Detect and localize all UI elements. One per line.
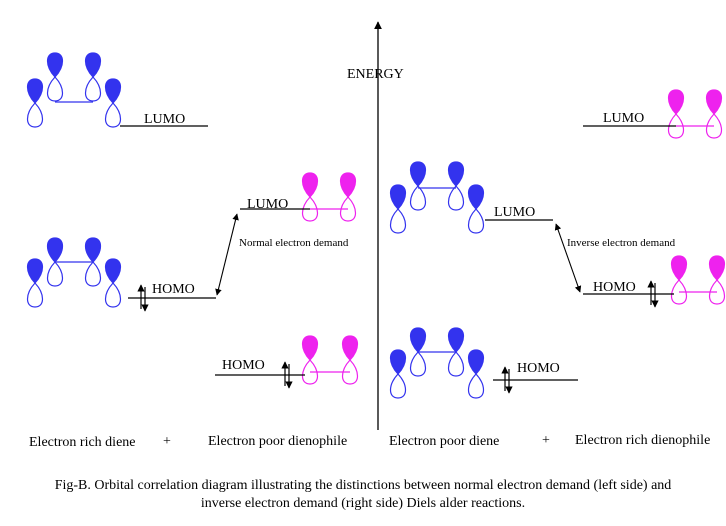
energy-axis-label: ENERGY (347, 67, 404, 82)
left-diene-lumo-orbitals (26, 52, 122, 128)
orbital-lobe-empty (104, 102, 122, 128)
orbital-lobe-filled (708, 255, 726, 281)
orbital-lobe-filled (301, 335, 319, 361)
orbital-lobe-filled (46, 237, 64, 263)
right-diene-lumo-orbitals (389, 161, 485, 234)
right-dienophile-homo-orbitals (670, 255, 726, 305)
orbital-lobe-empty (409, 185, 427, 211)
right-diene-homo-label: HOMO (517, 361, 560, 376)
left-dienophile-homo-electrons (281, 361, 293, 389)
orbital-lobe-filled (447, 327, 465, 353)
right-diene-homo-electrons (501, 366, 513, 394)
left-dienophile-homo-label: HOMO (222, 358, 265, 373)
orbital-lobe-filled (339, 172, 357, 198)
orbital-lobe-empty (104, 282, 122, 308)
orbital-lobe-filled (409, 161, 427, 187)
left-diene-label: Electron rich diene (29, 435, 136, 450)
orbital-lobe-empty (84, 261, 102, 287)
left-diene-lumo-label: LUMO (144, 112, 185, 127)
orbital-lobe-filled (389, 184, 407, 210)
orbital-lobe-filled (341, 335, 359, 361)
orbital-lobe-empty (447, 185, 465, 211)
orbital-lobe-filled (301, 172, 319, 198)
right-dienophile-homo-electrons (647, 280, 659, 308)
orbital-lobe-filled (670, 255, 688, 281)
orbital-lobe-filled (104, 78, 122, 104)
left-dienophile-lumo-label: LUMO (247, 197, 288, 212)
orbital-lobe-empty (389, 208, 407, 234)
right-plus-sign: + (542, 433, 550, 448)
orbital-lobe-filled (467, 349, 485, 375)
orbital-lobe-filled (26, 78, 44, 104)
orbital-lobe-empty (389, 373, 407, 399)
orbital-lobe-filled (705, 89, 723, 115)
orbital-lobe-empty (26, 102, 44, 128)
orbital-lobe-filled (26, 258, 44, 284)
orbital-lobe-empty (447, 351, 465, 377)
normal-demand-arrow (215, 213, 239, 296)
orbital-lobe-filled (104, 258, 122, 284)
orbital-lobe-filled (447, 161, 465, 187)
orbital-lobe-empty (46, 261, 64, 287)
right-dienophile-lumo-label: LUMO (603, 111, 644, 126)
inverse-demand-arrow (554, 223, 582, 293)
right-diene-label: Electron poor diene (389, 434, 499, 449)
orbital-lobe-empty (84, 76, 102, 102)
orbital-lobe-empty (467, 208, 485, 234)
orbital-lobe-filled (84, 237, 102, 263)
right-dienophile-homo-label: HOMO (593, 280, 636, 295)
orbital-lobe-empty (26, 282, 44, 308)
orbital-lobe-filled (84, 52, 102, 78)
normal-demand-label: Normal electron demand (239, 237, 349, 249)
left-diene-homo-orbitals (26, 237, 122, 308)
inverse-demand-label: Inverse electron demand (567, 237, 676, 249)
orbital-lobe-empty (409, 351, 427, 377)
left-dienophile-lumo-orbitals (301, 172, 357, 222)
orbital-lobe-filled (389, 349, 407, 375)
orbital-lobe-filled (467, 184, 485, 210)
orbital-lobe-filled (409, 327, 427, 353)
left-plus-sign: + (163, 434, 171, 449)
orbital-lobe-empty (467, 373, 485, 399)
left-diene-homo-label: HOMO (152, 282, 195, 297)
figure-caption-line-2: inverse electron demand (right side) Die… (201, 496, 525, 511)
left-diene-homo-electrons (137, 284, 149, 312)
right-dienophile-lumo-orbitals (667, 89, 723, 139)
left-dienophile-homo-orbitals (301, 335, 359, 385)
right-diene-homo-orbitals (389, 327, 485, 399)
right-dienophile-label: Electron rich dienophile (575, 433, 710, 448)
orbital-lobe-filled (667, 89, 685, 115)
left-dienophile-label: Electron poor dienophile (208, 434, 347, 449)
figure-caption-line-1: Fig-B. Orbital correlation diagram illus… (55, 478, 672, 493)
orbital-lobe-empty (46, 76, 64, 102)
right-diene-lumo-label: LUMO (494, 205, 535, 220)
orbital-lobe-filled (46, 52, 64, 78)
